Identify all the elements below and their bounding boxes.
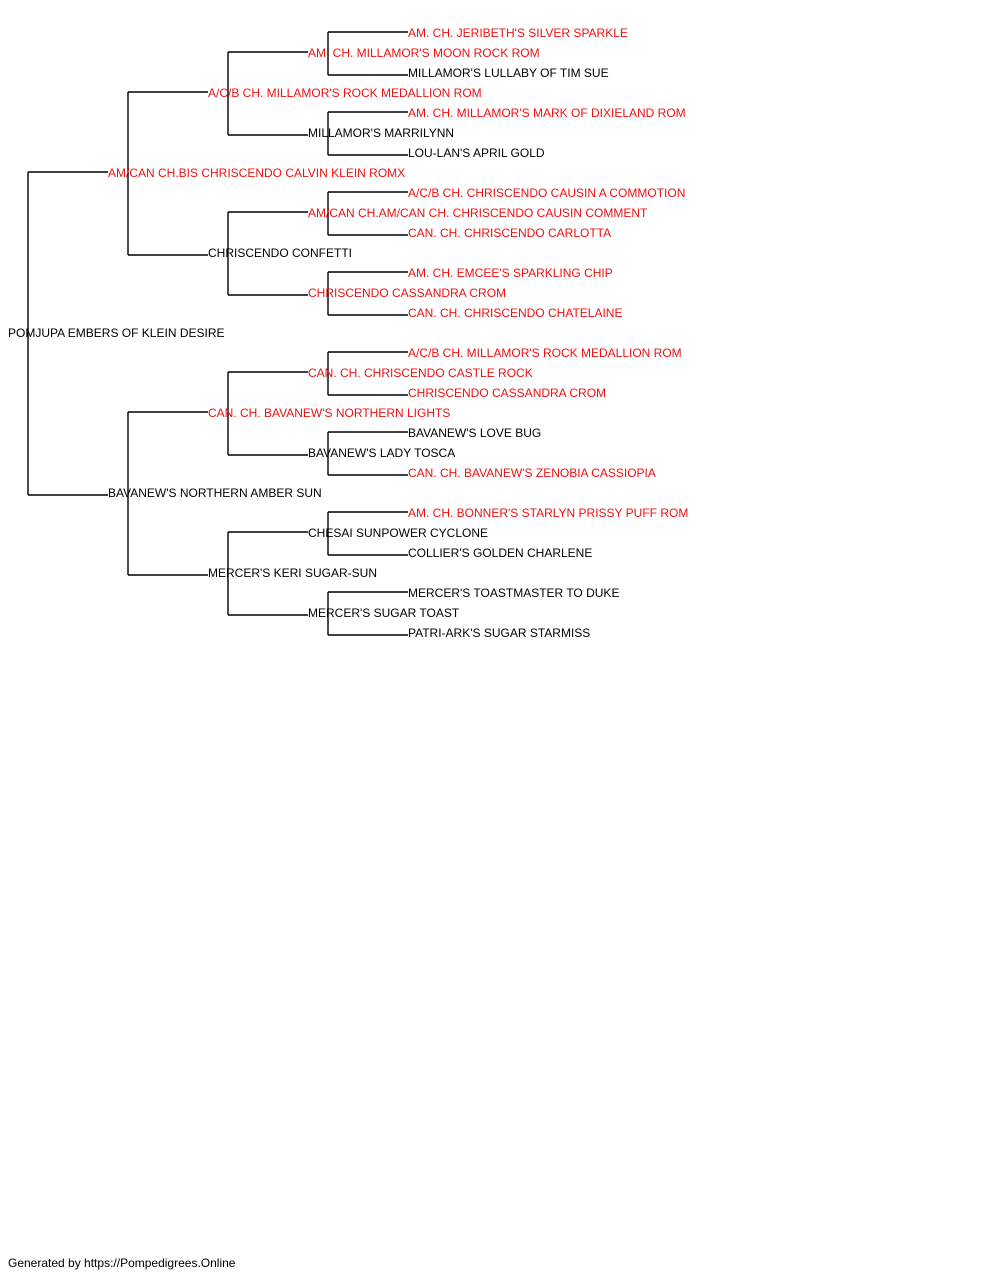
- ancestor-name: MERCER'S SUGAR TOAST: [308, 606, 460, 620]
- ancestor-name: CAN. CH. CHRISCENDO CARLOTTA: [408, 226, 611, 240]
- ancestor-name: A/C/B CH. CHRISCENDO CAUSIN A COMMOTION: [408, 186, 685, 200]
- pedigree-connector-lines: [27, 31, 408, 636]
- ancestor-name: CAN. CH. CHRISCENDO CASTLE ROCK: [308, 366, 533, 380]
- ancestor-name: MILLAMOR'S LULLABY OF TIM SUE: [408, 66, 609, 80]
- ancestor-name: BAVANEW'S LOVE BUG: [408, 426, 541, 440]
- ancestor-name: CAN. CH. BAVANEW'S ZENOBIA CASSIOPIA: [408, 466, 656, 480]
- ancestor-name: CAN. CH. BAVANEW'S NORTHERN LIGHTS: [208, 406, 450, 420]
- ancestor-name: COLLIER'S GOLDEN CHARLENE: [408, 546, 592, 560]
- ancestor-name: LOU-LAN'S APRIL GOLD: [408, 146, 545, 160]
- ancestor-name: BAVANEW'S LADY TOSCA: [308, 446, 455, 460]
- ancestor-name: MERCER'S TOASTMASTER TO DUKE: [408, 586, 619, 600]
- ancestor-name: A/C/B CH. MILLAMOR'S ROCK MEDALLION ROM: [208, 86, 482, 100]
- pedigree-name-labels: POMJUPA EMBERS OF KLEIN DESIRE AM/CAN CH.…: [8, 26, 688, 640]
- ancestor-name: CHRISCENDO CASSANDRA CROM: [408, 386, 606, 400]
- ancestor-name: CHRISCENDO CONFETTI: [208, 246, 352, 260]
- ancestor-name: CAN. CH. CHRISCENDO CHATELAINE: [408, 306, 622, 320]
- ancestor-name: CHRISCENDO CASSANDRA CROM: [308, 286, 506, 300]
- ancestor-name: AM. CH. MILLAMOR'S MARK OF DIXIELAND ROM: [408, 106, 686, 120]
- ancestor-name: AM. CH. MILLAMOR'S MOON ROCK ROM: [308, 46, 540, 60]
- ancestor-name: AM/CAN CH.AM/CAN CH. CHRISCENDO CAUSIN C…: [308, 206, 648, 220]
- ancestor-name: BAVANEW'S NORTHERN AMBER SUN: [108, 486, 322, 500]
- ancestor-name: PATRI-ARK'S SUGAR STARMISS: [408, 626, 590, 640]
- ancestor-name: AM. CH. JERIBETH'S SILVER SPARKLE: [408, 26, 628, 40]
- ancestor-name: AM. CH. BONNER'S STARLYN PRISSY PUFF ROM: [408, 506, 688, 520]
- ancestor-name: MERCER'S KERI SUGAR-SUN: [208, 566, 377, 580]
- ancestor-name: CHESAI SUNPOWER CYCLONE: [308, 526, 488, 540]
- ancestor-name: AM/CAN CH.BIS CHRISCENDO CALVIN KLEIN RO…: [108, 166, 405, 180]
- ancestor-name: MILLAMOR'S MARRILYNN: [308, 126, 454, 140]
- ancestor-name: A/C/B CH. MILLAMOR'S ROCK MEDALLION ROM: [408, 346, 682, 360]
- generated-by-footer: Generated by https://Pompedigrees.Online: [8, 1256, 236, 1270]
- ancestor-name: AM. CH. EMCEE'S SPARKLING CHIP: [408, 266, 613, 280]
- subject-dog-name: POMJUPA EMBERS OF KLEIN DESIRE: [8, 326, 225, 340]
